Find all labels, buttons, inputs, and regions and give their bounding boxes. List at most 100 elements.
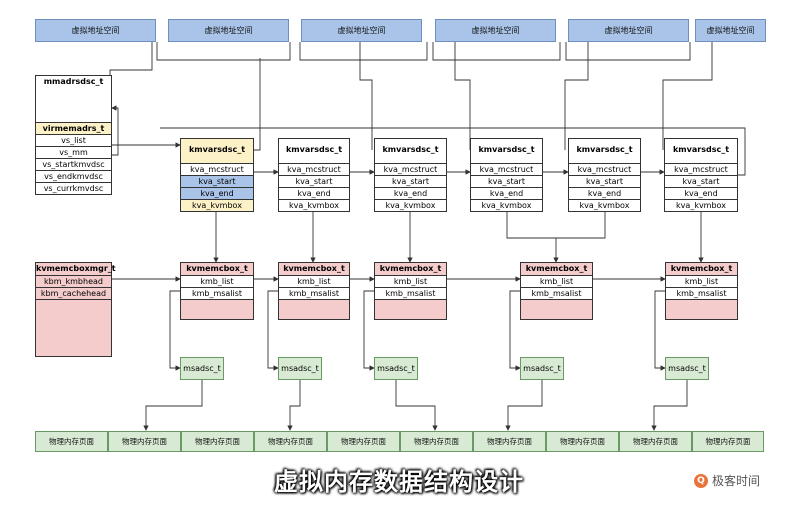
vs-mm-field: vs_mm	[36, 146, 111, 158]
kvmemcboxmgr-struct: kvmemcboxmgr_t kbm_kmbhead kbm_cachehead	[35, 262, 116, 357]
physical-page-4: 物理内存页面	[254, 431, 327, 452]
kva-end-field: kva_end	[375, 187, 446, 199]
physical-page-10: 物理内存页面	[692, 431, 764, 452]
mmadrsdsc-title: mmadrsdsc_t	[43, 77, 104, 86]
kmvarsdsc-struct-3: kmvarsdsc_t kva_mcstruct kva_start kva_e…	[374, 138, 447, 212]
kva-kvmbox-field: kva_kvmbox	[471, 199, 542, 211]
vs-currkmvdsc-field: vs_currkmvdsc	[36, 182, 111, 194]
virtual-address-space-5: 虚拟地址空间	[568, 19, 689, 42]
kmb-list-field: kmb_list	[181, 275, 253, 287]
kmvarsdsc-title: kmvarsdsc_t	[478, 145, 535, 154]
kmb-msalist-field: kmb_msalist	[666, 287, 737, 299]
kva-kvmbox-field: kva_kvmbox	[569, 199, 640, 211]
kmb-list-field: kmb_list	[375, 275, 446, 287]
kva-kvmbox-field: kva_kvmbox	[375, 199, 446, 211]
kmvarsdsc-title: kmvarsdsc_t	[672, 145, 730, 154]
kvmemcbox-title: kvmemcbox_t	[670, 264, 733, 273]
kbm-kmbhead-field: kbm_kmbhead	[36, 275, 111, 287]
kmvarsdsc-title: kmvarsdsc_t	[181, 139, 253, 163]
kva-start-field: kva_start	[181, 175, 253, 187]
physical-page-7: 物理内存页面	[473, 431, 546, 452]
kva-start-field: kva_start	[375, 175, 446, 187]
kva-start-field: kva_start	[569, 175, 640, 187]
virmemadrs-field: virmemadrs_t	[36, 122, 111, 134]
kmb-msalist-field: kmb_msalist	[521, 287, 592, 299]
kbm-cachehead-field: kbm_cachehead	[36, 287, 111, 299]
virtual-address-space-3: 虚拟地址空间	[301, 19, 422, 42]
kva-start-field: kva_start	[665, 175, 737, 187]
kvmemcboxmgr-title: kvmemcboxmgr_t	[36, 264, 116, 273]
kvmemcbox-divider	[375, 299, 446, 300]
physical-page-8: 物理内存页面	[546, 431, 619, 452]
physical-page-6: 物理内存页面	[400, 431, 473, 452]
vs-startkmvdsc-field: vs_startkmvdsc	[36, 158, 111, 170]
kvmemcbox-divider	[181, 299, 253, 300]
kmb-list-field: kmb_list	[666, 275, 737, 287]
kvmemcbox-title: kvmemcbox_t	[525, 264, 588, 273]
kmb-list-field: kmb_list	[279, 275, 349, 287]
kva-end-field: kva_end	[181, 187, 253, 199]
mmadrsdsc-struct: mmadrsdsc_t virmemadrs_t vs_list vs_mm v…	[35, 75, 112, 195]
virtual-address-space-1: 虚拟地址空间	[35, 19, 156, 42]
kva-kvmbox-field: kva_kvmbox	[181, 199, 253, 211]
kvmemcbox-divider	[521, 299, 592, 300]
kva-mcstruct-field: kva_mcstruct	[375, 163, 446, 175]
brand-logo: Q 极客时间	[694, 472, 760, 489]
vs-list-field: vs_list	[36, 134, 111, 146]
physical-page-2: 物理内存页面	[108, 431, 181, 452]
kva-mcstruct-field: kva_mcstruct	[665, 163, 737, 175]
kvmemcbox-struct-4: kvmemcbox_t kmb_list kmb_msalist	[520, 262, 593, 320]
geektime-logo-icon: Q	[694, 473, 708, 488]
kva-mcstruct-field: kva_mcstruct	[181, 163, 253, 175]
kva-end-field: kva_end	[665, 187, 737, 199]
virtual-address-space-2: 虚拟地址空间	[168, 19, 289, 42]
virtual-address-space-6: 虚拟地址空间	[695, 19, 766, 42]
kva-start-field: kva_start	[471, 175, 542, 187]
kmvarsdsc-struct-1: kmvarsdsc_t kva_mcstruct kva_start kva_e…	[180, 138, 254, 212]
kmvarsdsc-title: kmvarsdsc_t	[382, 145, 439, 154]
msadsc-box-4: msadsc_t	[520, 357, 564, 380]
video-caption: 虚拟内存数据结构设计	[274, 468, 524, 496]
kmvarsdsc-struct-4: kmvarsdsc_t kva_mcstruct kva_start kva_e…	[470, 138, 543, 212]
physical-page-9: 物理内存页面	[619, 431, 692, 452]
kva-mcstruct-field: kva_mcstruct	[569, 163, 640, 175]
kvmemcbox-struct-1: kvmemcbox_t kmb_list kmb_msalist	[180, 262, 254, 320]
msadsc-box-2: msadsc_t	[278, 357, 322, 380]
kmvarsdsc-struct-2: kmvarsdsc_t kva_mcstruct kva_start kva_e…	[278, 138, 350, 212]
kmb-msalist-field: kmb_msalist	[279, 287, 349, 299]
kmvarsdsc-struct-6: kmvarsdsc_t kva_mcstruct kva_start kva_e…	[664, 138, 738, 212]
msadsc-box-5: msadsc_t	[665, 357, 709, 380]
physical-page-1: 物理内存页面	[35, 431, 108, 452]
msadsc-box-3: msadsc_t	[374, 357, 418, 380]
msadsc-box-1: msadsc_t	[180, 357, 224, 380]
kva-mcstruct-field: kva_mcstruct	[471, 163, 542, 175]
kmvarsdsc-title: kmvarsdsc_t	[285, 145, 343, 154]
kvmemcbox-divider	[279, 299, 349, 300]
kvmemcbox-title: kvmemcbox_t	[283, 264, 345, 273]
kvmemcbox-struct-5: kvmemcbox_t kmb_list kmb_msalist	[665, 262, 738, 320]
kmb-msalist-field: kmb_msalist	[375, 287, 446, 299]
physical-page-3: 物理内存页面	[181, 431, 254, 452]
kvmemcboxmgr-divider	[36, 299, 111, 300]
kvmemcbox-title: kvmemcbox_t	[379, 264, 442, 273]
kvmemcbox-title: kvmemcbox_t	[186, 264, 248, 273]
kmb-list-field: kmb_list	[521, 275, 592, 287]
kva-end-field: kva_end	[279, 187, 349, 199]
kmb-msalist-field: kmb_msalist	[181, 287, 253, 299]
kva-end-field: kva_end	[569, 187, 640, 199]
kmvarsdsc-title: kmvarsdsc_t	[576, 145, 633, 154]
brand-logo-text: 极客时间	[712, 474, 761, 488]
kva-end-field: kva_end	[471, 187, 542, 199]
kva-start-field: kva_start	[279, 175, 349, 187]
kva-kvmbox-field: kva_kvmbox	[665, 199, 737, 211]
virtual-address-space-4: 虚拟地址空间	[435, 19, 556, 42]
kvmemcbox-divider	[666, 299, 737, 300]
vs-endkmvdsc-field: vs_endkmvdsc	[36, 170, 111, 182]
kva-kvmbox-field: kva_kvmbox	[279, 199, 349, 211]
kva-mcstruct-field: kva_mcstruct	[279, 163, 349, 175]
physical-page-5: 物理内存页面	[327, 431, 400, 452]
kvmemcbox-struct-3: kvmemcbox_t kmb_list kmb_msalist	[374, 262, 447, 320]
kvmemcbox-struct-2: kvmemcbox_t kmb_list kmb_msalist	[278, 262, 350, 320]
